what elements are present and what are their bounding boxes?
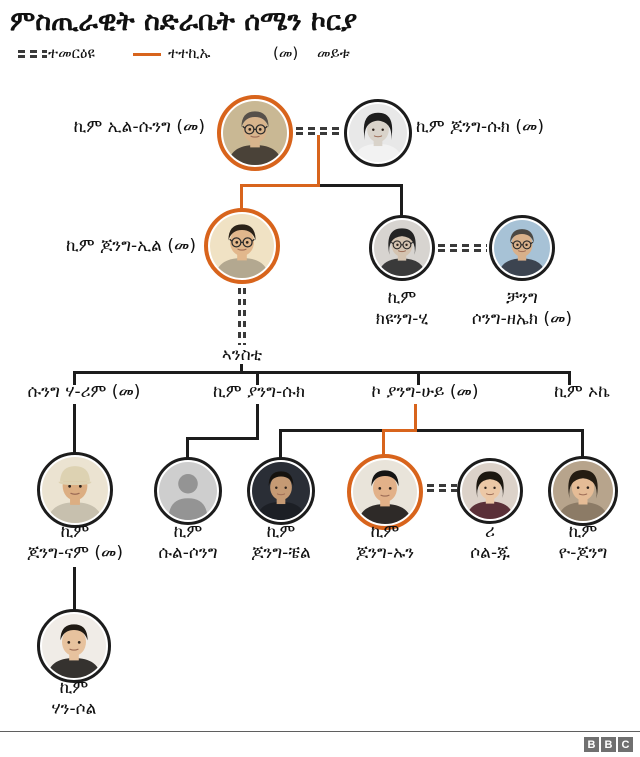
photo-kim-kyong-hui [369, 215, 435, 281]
connector-drop-ko-young-hee [417, 374, 420, 385]
label-wives-heading: ኣንስቲ [221, 345, 263, 365]
page-title: ምስጢራዊት ስድራቤት ሰሜን ኮርያ [10, 6, 358, 37]
photo-kim-jong-nam [37, 452, 113, 528]
connector-drop-jong-chul [279, 432, 282, 459]
connector-wives-tick [240, 364, 243, 373]
connector-gen1-couple-drop [317, 135, 320, 187]
bbc-logo-block-3: C [618, 737, 633, 752]
connector-ko-orange-elbow [382, 429, 417, 432]
marriage-line-jong-un-ri-sol-ju [427, 484, 457, 492]
avatar-graphic [353, 460, 417, 524]
photo-kim-han-sol [37, 609, 111, 683]
connector-young-sook-down [256, 404, 259, 440]
bbc-logo-block-1: B [584, 737, 599, 752]
label-jang-song-thaek: ቻንግ ሶንግ-ዘኤክ (መ) [471, 288, 573, 329]
label-kim-ok: ኪም ኦኬ [554, 382, 610, 402]
avatar-graphic [223, 101, 287, 165]
connector-ko-down-orange [414, 404, 417, 432]
bbc-logo: B B C [584, 737, 633, 752]
label-kim-jong-suk: ኪም ጆንግ-ሱክ (መ) [416, 117, 545, 137]
label-ri-sol-ju: ሪ ሶል-ጁ [470, 522, 510, 563]
avatar-graphic [42, 457, 108, 523]
photo-jang-song-thaek [489, 215, 555, 281]
connector-gen1-bracket-black [320, 184, 403, 187]
avatar-graphic [494, 220, 550, 276]
connector-drop-yo-jong [581, 432, 584, 458]
legend-deceased-symbol: (መ) [273, 44, 299, 62]
legend-succession-label: ተተኪኡ [168, 44, 211, 62]
photo-kim-jong-chul [247, 457, 315, 525]
legend-married-label: ተመርዕዩ [48, 44, 95, 62]
label-kim-jong-il: ኪም ጆንግ-ኢል (መ) [66, 236, 196, 256]
photo-kim-sul-song [154, 457, 222, 525]
marriage-line-il-sung-jong-suk [296, 127, 342, 135]
avatar-graphic [349, 104, 407, 162]
avatar-graphic [159, 462, 217, 520]
avatar-graphic [252, 462, 310, 520]
legend-succession-line-icon [133, 53, 161, 56]
avatar-graphic [210, 214, 274, 278]
avatar-graphic [553, 461, 613, 521]
connector-young-sook-elbow [186, 437, 259, 440]
label-kim-han-sol: ኪም ሃን-ሶል [51, 678, 97, 719]
avatar-graphic [42, 614, 106, 678]
connector-wives-bracket [73, 371, 571, 374]
connector-drop-kim-jong-il [240, 184, 243, 212]
avatar-graphic [374, 220, 430, 276]
avatar-graphic [462, 463, 518, 519]
legend-married-line-icon [18, 50, 47, 58]
label-kim-young-sook: ኪም ያንግ-ሱክ [213, 382, 305, 402]
marriage-line-jong-il-wives [238, 288, 246, 345]
photo-kim-jong-un [347, 454, 423, 530]
connector-drop-kim-kyong-hui [400, 184, 403, 218]
connector-to-sul-song [186, 437, 189, 459]
connector-drop-song-hye-rim [73, 374, 76, 385]
photo-kim-il-sung [217, 95, 293, 171]
connector-song-to-jong-nam [73, 404, 76, 454]
footer-divider [0, 731, 640, 732]
label-kim-yo-jong: ኪም ዮ-ጆንግ [558, 522, 608, 563]
label-kim-il-sung: ኪም ኢል-ሱንግ (መ) [73, 117, 205, 137]
photo-kim-jong-suk [344, 99, 412, 167]
label-kim-sul-song: ኪም ሱል-ሶንግ [158, 522, 218, 563]
marriage-line-kyong-hui-jang [438, 244, 487, 252]
legend-deceased-label: መይቱ [317, 44, 350, 62]
connector-drop-kim-ok [568, 374, 571, 385]
connector-drop-jong-un-orange [382, 429, 385, 456]
label-kim-jong-nam: ኪም ጆንግ-ናም (መ) [26, 522, 124, 563]
label-song-hye-rim: ሱንግ ሃ-ሪም (መ) [27, 382, 141, 402]
connector-ko-children-bracket [279, 429, 584, 432]
connector-jong-nam-to-han-sol [73, 567, 76, 611]
label-ko-young-hee: ኮ ያንግ-ሁይ (መ) [371, 382, 479, 402]
label-kim-kyong-hui: ኪም ክዩንግ-ሂ [375, 288, 429, 329]
label-kim-jong-un: ኪም ጆንግ-ኡን [355, 522, 415, 563]
photo-ri-sol-ju [457, 458, 523, 524]
connector-drop-kim-young-sook [256, 374, 259, 385]
connector-gen1-bracket-orange [240, 184, 320, 187]
photo-kim-jong-il [204, 208, 280, 284]
bbc-logo-block-2: B [601, 737, 616, 752]
label-kim-jong-chul: ኪም ጆንግ-ቼል [251, 522, 311, 563]
photo-kim-yo-jong [548, 456, 618, 526]
